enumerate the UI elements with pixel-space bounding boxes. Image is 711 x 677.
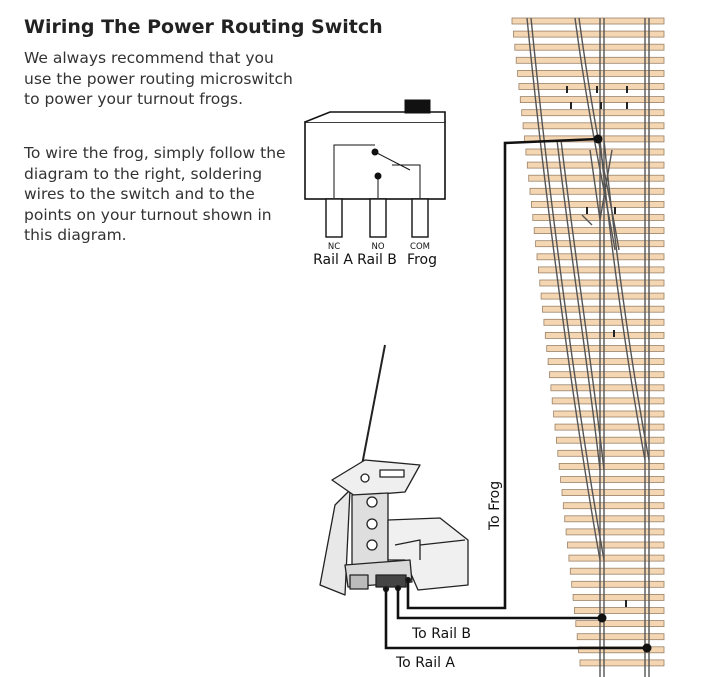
track-sleeper [574, 607, 665, 614]
pin-no-code: NO [371, 242, 384, 252]
track-sleeper [575, 620, 665, 627]
track-sleeper [540, 292, 665, 300]
turnout-track [511, 17, 665, 677]
track-sleeper [562, 502, 665, 510]
track-sleeper [513, 30, 665, 38]
point-blade-right [599, 139, 646, 461]
track-sleeper [556, 436, 665, 444]
point-motor-illustration [319, 344, 469, 596]
track-sleeper [526, 161, 665, 169]
pin-nc-label: Rail A [313, 252, 353, 268]
track-sleeper [533, 227, 665, 235]
to-rail-b-label: To Rail B [411, 626, 471, 642]
wire-to-frog [406, 137, 599, 610]
rail-b-solder-point [597, 613, 607, 623]
track-sleeper [551, 397, 665, 405]
to-rail-a-label: To Rail A [395, 655, 455, 671]
track-sleeper [511, 17, 665, 25]
track-sleeper [561, 489, 665, 497]
pin-com-code: COM [410, 242, 430, 252]
track-sleeper [550, 384, 665, 392]
track-sleeper [549, 371, 665, 379]
track-sleeper [522, 122, 665, 130]
to-frog-label: To Frog [487, 481, 503, 531]
wire-to-rail-b [396, 588, 602, 620]
intro-paragraph: We always recommend that you use the pow… [24, 49, 293, 108]
actuator-wire [361, 344, 386, 466]
pin-no [369, 198, 387, 238]
solder-points [593, 134, 652, 653]
page-title: Wiring The Power Routing Switch [24, 16, 383, 38]
track-rails [526, 17, 650, 677]
track-sleeper [564, 515, 665, 523]
switch-actuator [404, 99, 431, 114]
rail-a-solder-point [642, 643, 652, 653]
microswitch-schematic [304, 99, 446, 238]
track-sleeper [546, 345, 665, 352]
track-sleeper [514, 43, 665, 51]
track-sleeper [579, 659, 665, 667]
track-sleeper [517, 70, 665, 77]
frog-solder-point [593, 134, 603, 144]
pin-nc-code: NC [328, 242, 340, 252]
track-sleeper [515, 56, 665, 64]
track-sleeper [542, 305, 665, 313]
track-sleeper [547, 358, 665, 366]
track-sleeper [576, 633, 665, 641]
track-sleeper [558, 462, 665, 470]
track-sleeper [525, 148, 665, 156]
track-sleeper [539, 279, 665, 287]
point-blade-left [556, 139, 601, 471]
track-sleeper [569, 567, 665, 575]
instruction-paragraph: To wire the frog, simply follow the diag… [24, 144, 286, 244]
track-sleeper [567, 541, 665, 549]
diverging-rail-left [526, 17, 601, 561]
switch-body [304, 121, 446, 200]
track-sleeper [554, 423, 665, 431]
track-sleeper [572, 594, 665, 601]
diverging-rail-right [574, 17, 616, 251]
track-sleeper [538, 266, 665, 274]
track-sleeper [528, 174, 665, 182]
track-sleeper [532, 214, 665, 221]
track-sleeper [565, 528, 665, 536]
pin-no-label: Rail B [357, 252, 397, 268]
pin-com [411, 198, 429, 238]
track-sleeper [568, 554, 665, 562]
track-sleeper [553, 410, 665, 418]
wire-to-rail-a [384, 589, 647, 650]
track-sleeper [518, 83, 665, 90]
pin-com-label: Frog [407, 252, 437, 268]
wiring [384, 137, 647, 650]
pin-nc [325, 198, 343, 238]
track-sleeper [571, 580, 665, 588]
track-sleeper [557, 449, 665, 457]
track-sleeper [560, 476, 665, 483]
